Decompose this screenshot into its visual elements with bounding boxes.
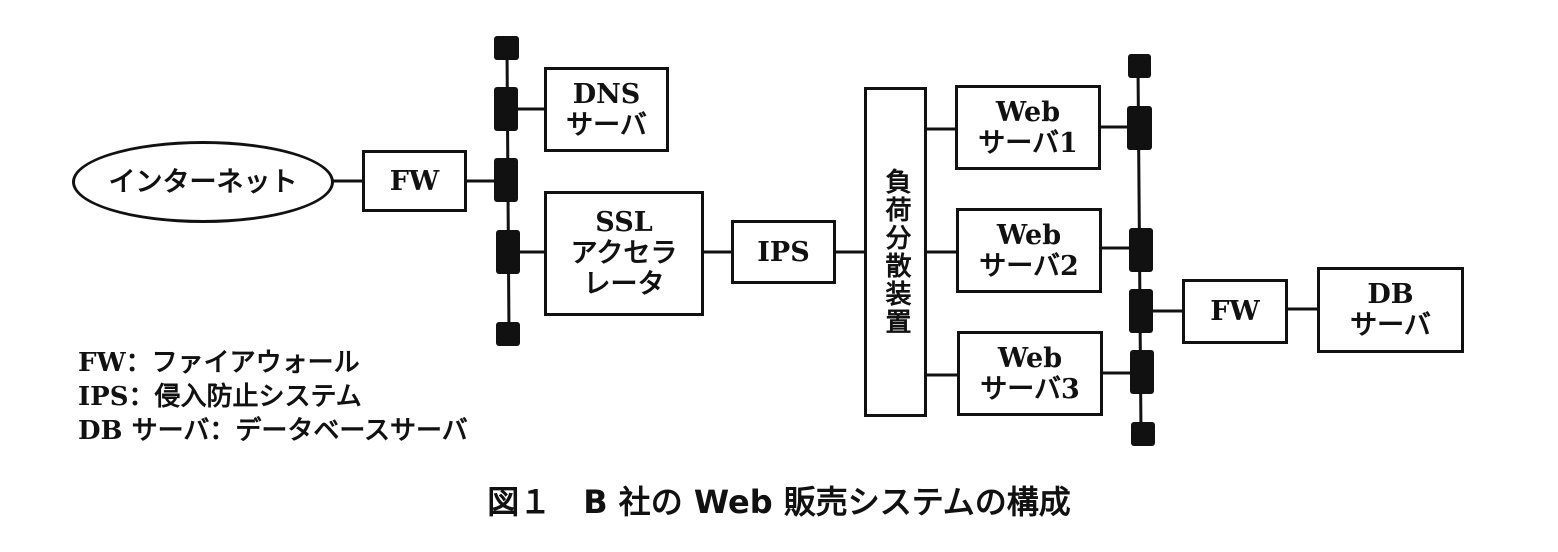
ssl-accelerator-line1: SSL [595,207,653,238]
right-bus-terminator-bottom [1131,422,1155,446]
dns-server-line1: DNS [572,78,641,110]
right-bus-tap-web1 [1127,106,1152,150]
ips-label: IPS [757,236,810,268]
web-server-3-line2: サーバ3 [980,373,1080,405]
web-server-2-line2: サーバ2 [979,250,1079,282]
left-bus-tap-dns [494,87,518,131]
web-server-3-node: Web サーバ3 [957,331,1103,416]
web-server-1-node: Web サーバ1 [955,85,1101,170]
legend-item-db: DB サーバ：データベースサーバ [78,416,468,446]
load-balancer-node: 負荷分散装置 [864,87,927,417]
dns-server-line2: サーバ [566,109,647,141]
ssl-accelerator-line3: レータ [583,269,665,300]
db-server-line2: サーバ [1350,310,1431,341]
ssl-accelerator-node: SSL アクセラ レータ [544,191,704,316]
firewall-outer-node: FW [362,150,467,212]
firewall-inner-node: FW [1182,279,1288,344]
web-server-1-line2: サーバ1 [978,127,1078,159]
left-bus-tap-ssl [496,230,520,274]
legend: FW：ファイアウォール IPS：侵入防止システム DB サーバ：データベースサー… [78,346,468,448]
internet-label: インターネット [108,166,298,198]
right-bus-terminator-top [1128,54,1151,78]
right-bus-tap-web3 [1130,350,1154,394]
left-bus-tap-fw [494,158,518,202]
ips-node: IPS [731,220,836,284]
db-server-line1: DB [1367,279,1414,310]
right-bus-tap-web2 [1129,228,1153,272]
right-bus-tap-fw [1129,289,1153,333]
legend-item-fw: FW：ファイアウォール [78,348,360,378]
load-balancer-label: 負荷分散装置 [881,168,911,336]
left-bus-terminator-top [494,36,519,60]
firewall-outer-label: FW [389,165,440,197]
web-server-3-line1: Web [997,342,1063,374]
firewall-inner-label: FW [1210,296,1260,327]
web-server-2-node: Web サーバ2 [956,208,1102,293]
web-server-1-line1: Web [995,96,1061,128]
ssl-accelerator-line2: アクセラ [570,238,678,269]
web-server-2-line1: Web [996,219,1062,251]
internet-node: インターネット [72,141,334,223]
db-server-node: DB サーバ [1317,267,1464,353]
figure-caption: 図１ B 社の Web 販売システムの構成 [487,483,1071,521]
left-bus-terminator-bottom [496,322,520,346]
dns-server-node: DNS サーバ [544,67,669,152]
legend-item-ips: IPS：侵入防止システム [78,382,362,412]
